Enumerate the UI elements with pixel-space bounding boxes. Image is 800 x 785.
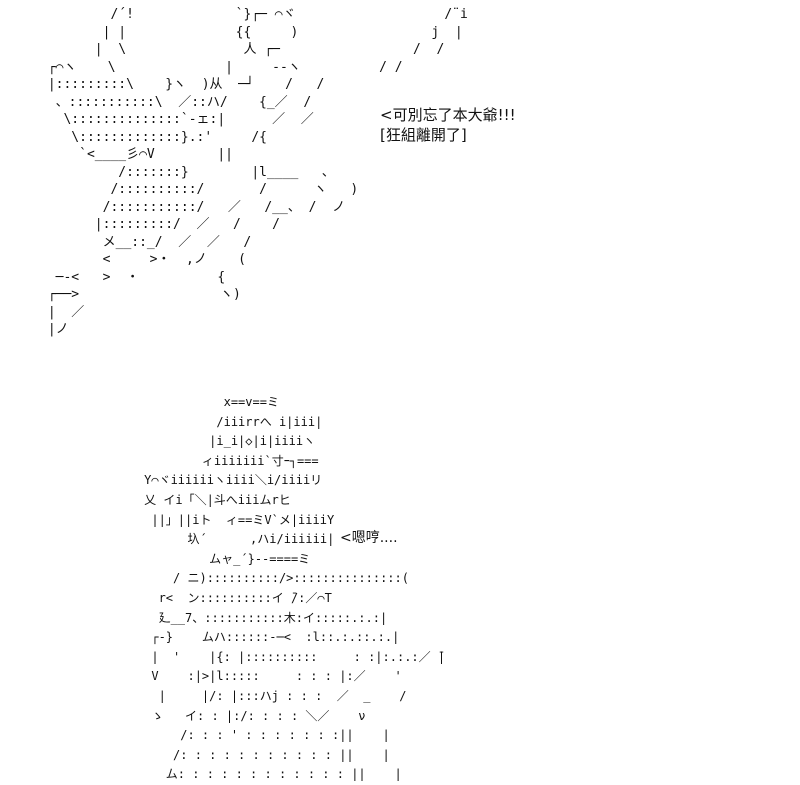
standing-character-ascii-art: x==v==ミ /iiirrへ i|iii| |i_i|◇|i|iiiiヽ ィi…: [144, 395, 446, 782]
top-dialogue-line-1: <可別忘了本大爺!!!: [380, 106, 516, 124]
bottom-dialogue: <嗯哼....: [340, 530, 398, 546]
top-dialogue-line-2: [狂組離開了]: [380, 126, 467, 144]
jumping-character-ascii-art: /´! `}┌─ ⌒ヾ /¨i | | {{ ) j | | \ 人 ┌─ / …: [47, 7, 468, 337]
